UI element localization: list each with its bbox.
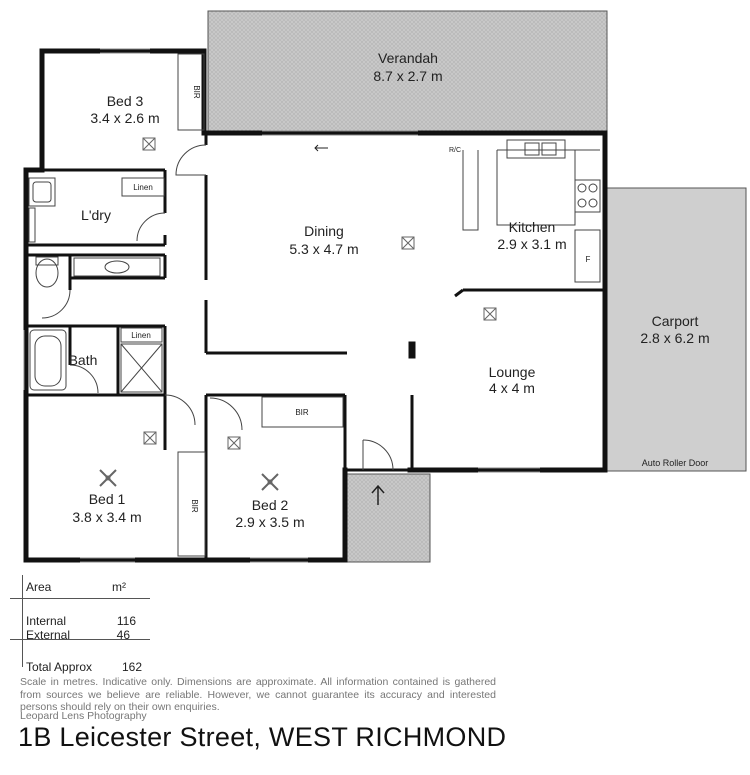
linen-laundry-label: Linen: [133, 183, 153, 192]
area-header-label: Area: [26, 580, 52, 594]
room-dims-kitchen: 2.9 x 3.1 m: [497, 236, 566, 252]
room-name-bath: Bath: [69, 352, 98, 368]
bir-bed3-label: BIR: [192, 85, 201, 99]
area-unit: m²: [112, 580, 126, 594]
company-name: Leopard Lens Photography: [20, 710, 147, 722]
property-address: 1B Leicester Street, WEST RICHMOND: [18, 722, 507, 752]
room-name-bed2: Bed 2: [252, 497, 289, 513]
windows: [23, 48, 540, 563]
room-name-carport: Carport: [652, 313, 699, 329]
rc-label: R/C: [449, 147, 461, 154]
roller-door-label: Auto Roller Door: [642, 458, 709, 468]
room-name-dining: Dining: [304, 223, 344, 239]
internal-value: 116: [116, 614, 136, 628]
bir-bed2-label: BIR: [295, 408, 309, 417]
room-name-verandah: Verandah: [378, 50, 438, 66]
area-table-divider: [10, 598, 150, 599]
linen-hall-label: Linen: [131, 331, 151, 340]
total-value: 162: [121, 660, 142, 674]
room-dims-dining: 5.3 x 4.7 m: [289, 241, 358, 257]
room-name-laundry: L'dry: [81, 207, 111, 223]
door-swings: [41, 144, 394, 471]
room-dims-bed3: 3.4 x 2.6 m: [90, 110, 159, 126]
internal-label: Internal: [26, 614, 67, 628]
ceiling-fixtures: [99, 137, 497, 491]
bir-bed1-label: BIR: [190, 499, 199, 513]
area-table-vertical-rule: [22, 575, 23, 667]
room-dims-bed1: 3.8 x 3.4 m: [72, 509, 141, 525]
sliding-door-arrow-icon: [314, 144, 328, 152]
fridge-label: F: [586, 255, 591, 264]
entry-arrow-icon: [371, 484, 385, 505]
room-name-bed1: Bed 1: [89, 491, 126, 507]
disclaimer-text: Scale in metres. Indicative only. Dimens…: [20, 676, 496, 713]
room-name-kitchen: Kitchen: [509, 219, 556, 235]
external-value: 46: [116, 628, 130, 642]
room-name-bed3: Bed 3: [107, 93, 144, 109]
area-table-divider: [10, 639, 150, 640]
area-table: Area m² Internal 116 External 46 Total A…: [10, 572, 150, 674]
room-dims-bed2: 2.9 x 3.5 m: [235, 514, 304, 530]
verandah-area: [207, 10, 608, 132]
interior-walls: [26, 133, 605, 560]
room-name-lounge: Lounge: [489, 364, 536, 380]
room-dims-carport: 2.8 x 6.2 m: [640, 330, 709, 346]
total-label: Total Approx: [26, 660, 93, 674]
carport-area: [604, 187, 747, 472]
room-dims-lounge: 4 x 4 m: [489, 380, 535, 396]
room-dims-verandah: 8.7 x 2.7 m: [373, 68, 442, 84]
porch-area: [345, 473, 431, 563]
exterior-walls: [23, 48, 608, 563]
fixtures: [28, 53, 601, 557]
external-label: External: [26, 628, 71, 642]
